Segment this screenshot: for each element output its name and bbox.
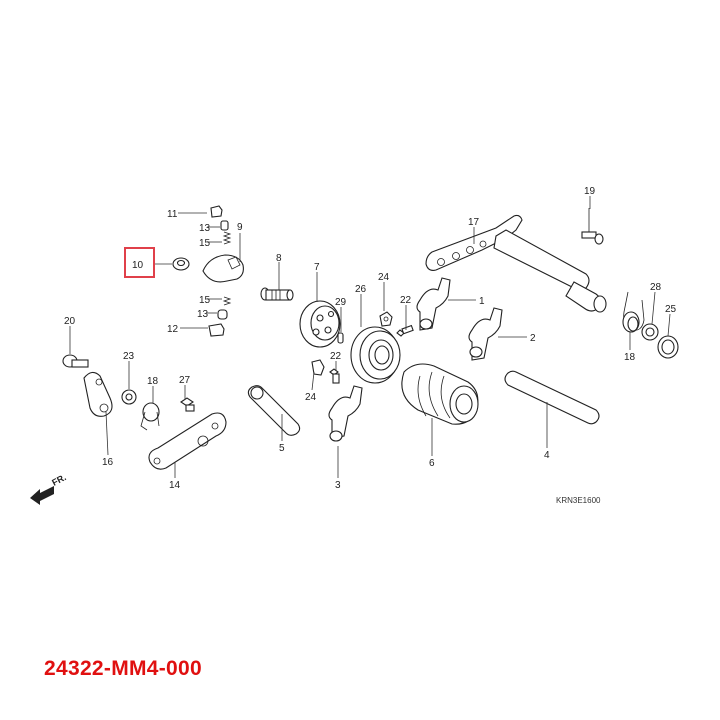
callout-28[interactable]: 28 bbox=[650, 282, 662, 293]
callout-7[interactable]: 7 bbox=[314, 262, 320, 273]
callout-23[interactable]: 23 bbox=[123, 351, 135, 362]
callout-19[interactable]: 18 bbox=[624, 352, 636, 363]
callout-6[interactable]: 6 bbox=[429, 458, 435, 469]
callout-4[interactable]: 4 bbox=[544, 450, 550, 461]
part-drawings bbox=[30, 205, 679, 505]
callout-leader-lines bbox=[69, 196, 671, 478]
callout-13-upper[interactable]: 13 bbox=[199, 223, 211, 234]
highlight-box-callout-10 bbox=[124, 247, 155, 278]
callout-27[interactable]: 27 bbox=[179, 375, 191, 386]
callout-14[interactable]: 14 bbox=[169, 480, 181, 491]
callout-24-lower[interactable]: 24 bbox=[305, 392, 317, 403]
callout-9[interactable]: 9 bbox=[237, 222, 243, 233]
callout-20[interactable]: 19 bbox=[584, 186, 596, 197]
callout-1[interactable]: 1 bbox=[479, 296, 485, 307]
callout-10[interactable]: 10 bbox=[132, 260, 144, 271]
callout-12[interactable]: 12 bbox=[167, 324, 179, 335]
callout-labels: 11 13 15 10 9 15 13 12 8 7 29 26 24 22 1… bbox=[50, 186, 676, 505]
callout-5[interactable]: 5 bbox=[279, 443, 285, 454]
callout-18[interactable]: 17 bbox=[468, 217, 480, 228]
callout-15-lower[interactable]: 15 bbox=[199, 295, 211, 306]
callout-15-upper[interactable]: 15 bbox=[199, 238, 211, 249]
callout-17[interactable]: 18 bbox=[147, 376, 159, 387]
callout-29[interactable]: 29 bbox=[335, 297, 347, 308]
callout-13-lower[interactable]: 13 bbox=[197, 309, 209, 320]
diagram-code: KRN3E1600 bbox=[556, 496, 601, 505]
callout-2[interactable]: 2 bbox=[530, 333, 536, 344]
callout-3[interactable]: 3 bbox=[335, 480, 341, 491]
callout-21[interactable]: 20 bbox=[64, 316, 76, 327]
front-arrow-icon bbox=[30, 486, 54, 505]
callout-25[interactable]: 25 bbox=[665, 304, 677, 315]
callout-8[interactable]: 8 bbox=[276, 253, 282, 264]
callout-22-upper[interactable]: 22 bbox=[400, 295, 412, 306]
callout-22-lower[interactable]: 22 bbox=[330, 351, 342, 362]
callout-16[interactable]: 16 bbox=[102, 457, 114, 468]
callout-26[interactable]: 26 bbox=[355, 284, 367, 295]
callout-11[interactable]: 11 bbox=[167, 209, 178, 220]
front-label: FR. bbox=[50, 472, 67, 488]
part-number: 24322-MM4-000 bbox=[44, 657, 202, 680]
callout-24-upper[interactable]: 24 bbox=[378, 272, 390, 283]
